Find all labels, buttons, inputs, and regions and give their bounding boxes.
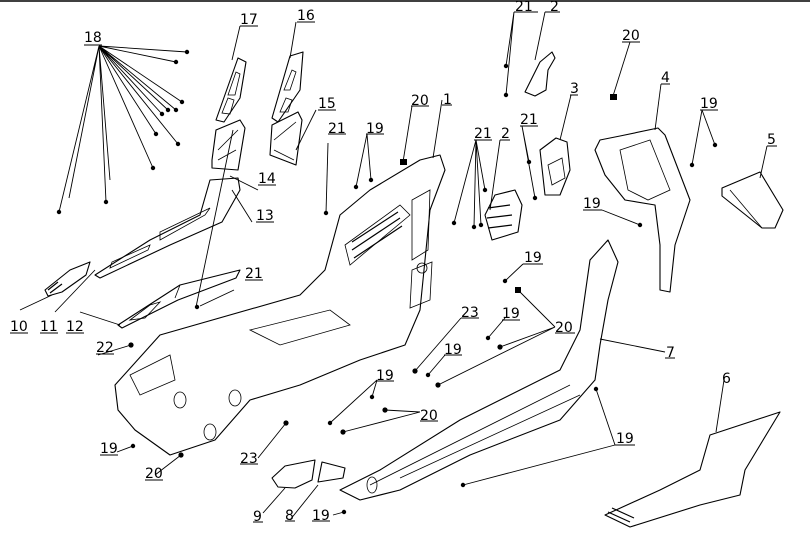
part-1-main-frame [114,154,446,456]
callout-12: 12 [66,319,84,335]
part-8-trim [317,461,346,483]
part-13-floor-panel [94,177,241,279]
part-6-rear-cover [604,411,781,528]
callout-11: 11 [40,319,58,335]
callout-5: 5 [767,132,776,148]
callout-18: 18 [84,30,102,46]
callout-20-c: 20 [555,320,573,336]
callout-8: 8 [285,508,294,524]
part-10-cover-cap [44,261,91,297]
callout-10: 10 [10,319,28,335]
callout-22: 22 [96,340,114,356]
callout-21-a: 21 [328,121,346,137]
callout-2-b: 2 [501,126,510,142]
part-7-side-cover [339,239,619,501]
callout-20-e: 20 [145,466,163,482]
callout-13: 13 [256,208,274,224]
callout-17: 17 [240,12,258,28]
callout-19-e: 19 [502,306,520,322]
callout-23-b: 23 [240,451,258,467]
callout-16: 16 [297,8,315,24]
part-12-step-panel [117,269,241,329]
callout-21-d: 21 [520,112,538,128]
callout-19-j: 19 [616,431,634,447]
callout-20-a: 20 [411,93,429,109]
callout-3: 3 [570,81,579,97]
callout-19-c: 19 [583,196,601,212]
callout-14: 14 [258,171,276,187]
callout-19-g: 19 [376,368,394,384]
callout-15: 15 [318,96,336,112]
part-17-grille-plate [215,57,247,123]
callout-9: 9 [253,509,262,525]
part-4-front-panel [594,127,691,293]
callout-19-b: 19 [700,96,718,112]
callout-21-c: 21 [474,126,492,142]
callout-7: 7 [666,345,675,361]
clip-nut-icon [610,94,617,100]
callout-20-b: 20 [622,28,640,44]
callout-19-d: 19 [524,250,542,266]
part-5-cover [721,171,784,229]
callout-labels: 18 17 16 15 14 13 21 19 20 1 21 2 20 3 4… [10,0,777,525]
callout-1: 1 [443,92,452,108]
callout-19-f: 19 [444,342,462,358]
callout-19-h: 19 [100,441,118,457]
part-2-headlight-module [484,189,523,241]
callout-21-e: 21 [245,266,263,282]
part-15-grille-plate [269,111,303,166]
part-2-bracket-upper [524,51,556,97]
leader-lines [19,11,768,521]
callout-19-a: 19 [366,121,384,137]
callout-6: 6 [722,371,731,387]
clip-nut-icon [400,159,407,165]
callout-19-i: 19 [312,508,330,524]
callout-21-b: 21 [515,0,533,15]
part-3-side-trim [539,137,571,196]
part-16-grille-plate [271,51,304,123]
callout-20-d: 20 [420,408,438,424]
screw-icon [194,304,200,310]
callout-2-a: 2 [550,0,559,15]
part-9-trim [271,459,316,489]
callout-4: 4 [661,70,670,86]
part-14-grille-plate [211,119,246,171]
callout-23-a: 23 [461,305,479,321]
